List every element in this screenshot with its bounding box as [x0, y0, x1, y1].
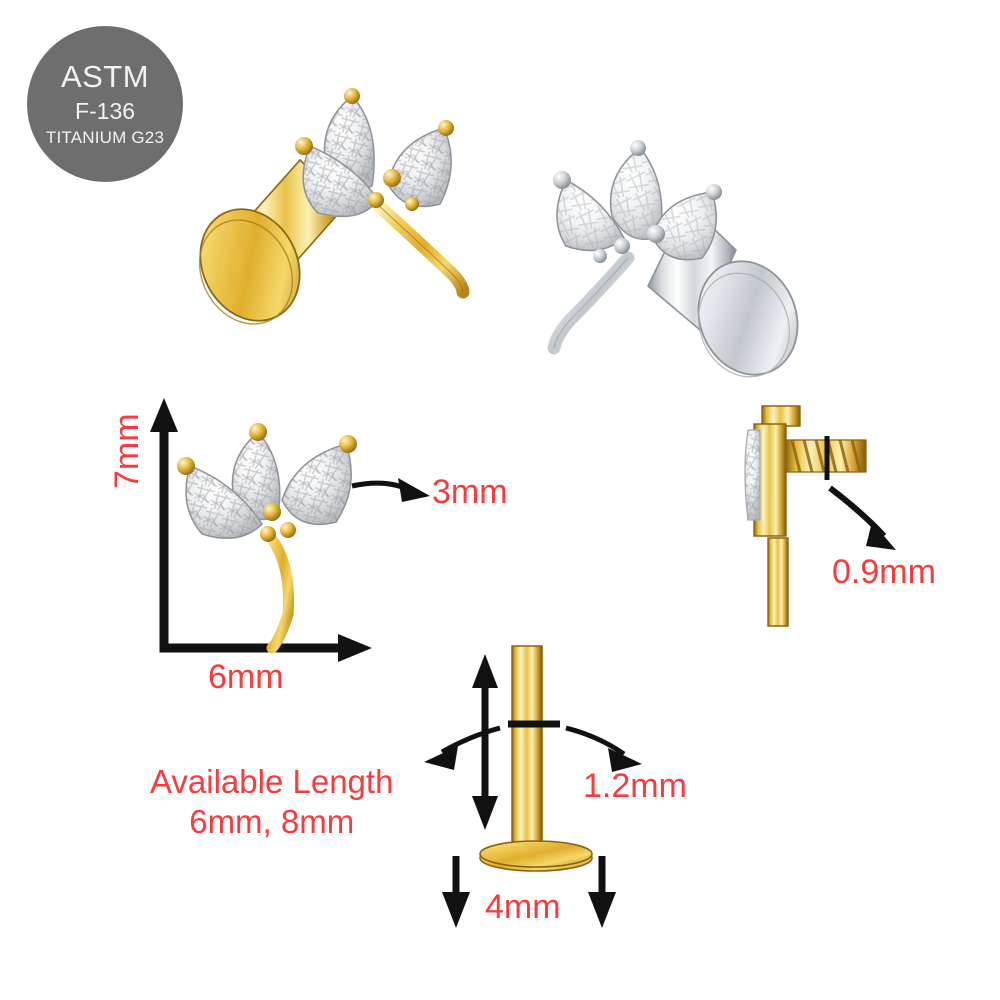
- gold-labret-render: [198, 88, 470, 325]
- gauge-arrows: [424, 720, 642, 772]
- bar-gauge-dimension-label: 1.2mm: [583, 767, 687, 805]
- height-dimension-label: 7mm: [108, 413, 146, 489]
- flatback-post-render: [479, 645, 593, 872]
- available-length-label: Available Length 6mm, 8mm: [150, 763, 394, 841]
- gold-leaf-front-render: [177, 423, 357, 654]
- thread-gauge-dimension-label: 0.9mm: [832, 553, 936, 591]
- astm-material-label: TITANIUM G23: [45, 127, 165, 147]
- astm-grade-label: F-136: [74, 97, 136, 124]
- width-dimension-label: 6mm: [208, 658, 284, 696]
- post-length-arrow: [472, 654, 498, 830]
- dimension-axes: [150, 398, 372, 662]
- leaf-width-pointer: [351, 478, 430, 502]
- disc-diameter-dimension-label: 4mm: [485, 888, 561, 926]
- threaded-post-side-render: [744, 405, 896, 627]
- astm-standard-label: ASTM: [60, 59, 150, 95]
- astm-certification-badge: ASTM F-136 TITANIUM G23: [27, 26, 183, 182]
- silver-labret-render: [547, 140, 799, 378]
- leaf-detail-dimension-label: 3mm: [432, 473, 508, 511]
